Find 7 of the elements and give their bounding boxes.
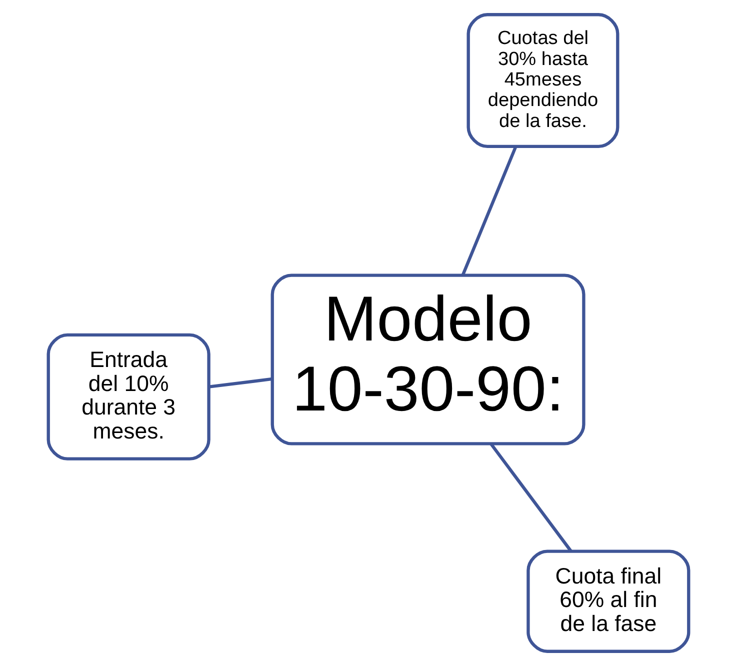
node-box: Entrada del 10% durante 3 meses.	[46, 333, 210, 460]
node-box: Modelo 10-30-90:	[270, 274, 586, 446]
connector	[208, 377, 272, 388]
node-box: Cuotas del 30% hasta 45meses dependiendo de la fase.	[466, 13, 620, 148]
connector	[461, 146, 518, 276]
node-box: Cuota final 60% al fin de la fase	[526, 550, 690, 653]
connector	[490, 443, 572, 552]
